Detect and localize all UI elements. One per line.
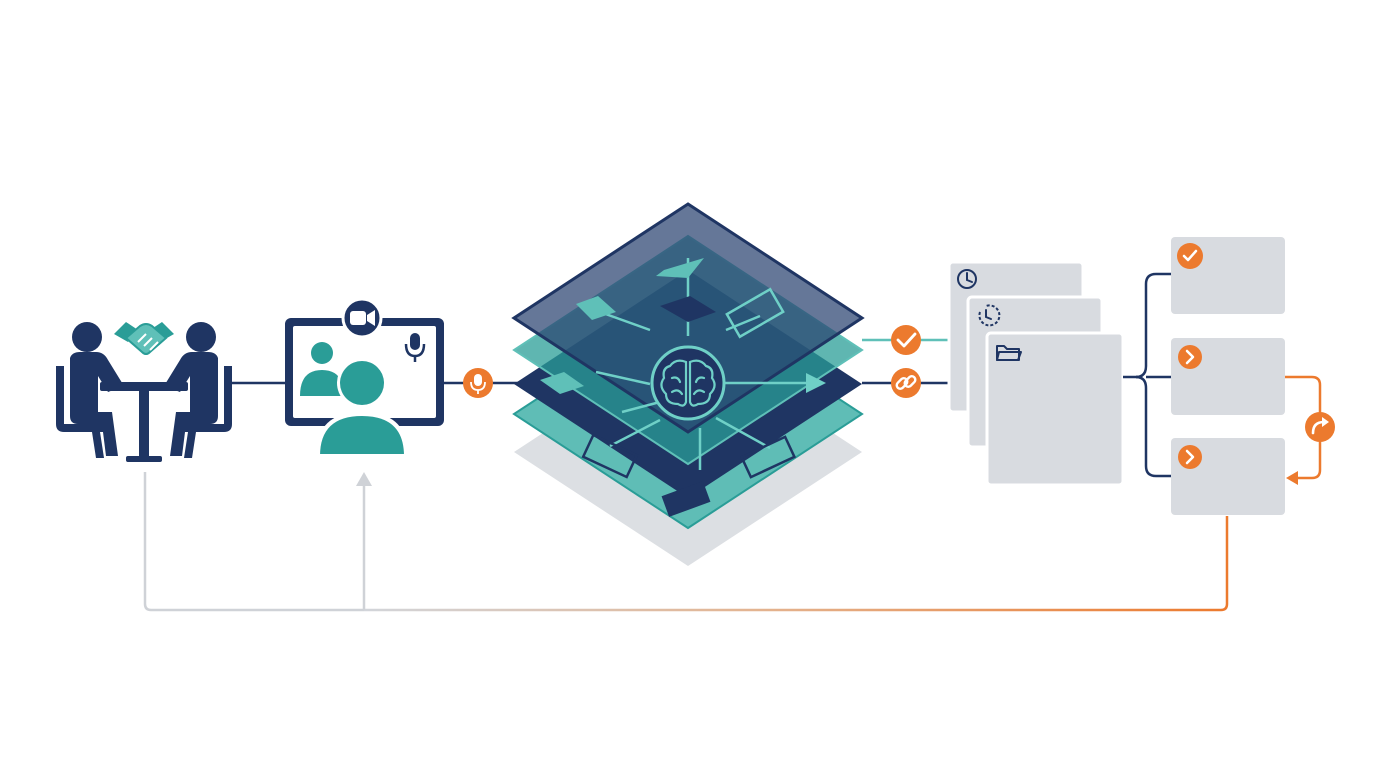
brain-circle [650,345,726,421]
video-camera-icon [350,310,375,326]
in-person-meeting-icon [56,322,232,462]
meeting-table-top [100,382,188,391]
chair-left [56,366,104,458]
node-diamond-lower-left [540,372,584,394]
chair-right [184,366,232,458]
feedback-line-main [364,516,1229,612]
meeting-table-foot [126,456,162,462]
person-left-head [72,322,102,352]
document-card-front [985,331,1125,487]
mic-connector-badge [463,368,493,398]
ai-processing-layers-icon [511,202,865,566]
redirect-loop [1285,375,1335,485]
node-box-bottom [661,481,711,517]
checkmark-icon [896,332,917,348]
feedback-line-left [143,472,364,612]
branch-connectors [1123,272,1171,478]
chevron-right-icon [1178,445,1202,469]
node-diamond-top [656,258,704,278]
history-icon [978,304,1001,327]
handshake-icon [114,322,174,355]
folder-icon [996,345,1022,361]
person-left-body [70,352,124,456]
meeting-table-leg [139,391,149,461]
feedback-arrowhead-icon [356,472,372,486]
checkmark-icon [1177,243,1203,269]
branch-top [1135,272,1171,379]
feedback-loop [143,472,1229,612]
node-diamond-left [576,296,616,320]
link-connector-badge [891,368,921,398]
node-diamond-center [660,296,716,322]
microphone-icon [404,333,426,362]
branch-bottom [1135,375,1171,478]
node-box-right [725,287,785,339]
clock-icon [957,269,977,289]
video-call-icon [285,297,444,458]
redirect-arrow-icon [1311,417,1329,435]
participant-main-head [340,361,384,405]
link-icon [895,375,917,390]
redirect-badge [1305,412,1335,442]
brain-icon [660,359,716,407]
participant-small-head [311,342,333,364]
node-box-bottom-right [739,435,797,479]
redirect-arrowhead-icon [1286,471,1298,485]
stacked-documents-icon [947,260,1125,487]
node-box-bottom-left [581,433,639,479]
check-connector-badge [891,325,921,355]
person-right-body [164,352,218,456]
microphone-icon [470,374,486,394]
action-cards-icon [1171,237,1285,515]
person-right-head [186,322,216,352]
chevron-right-icon [1178,345,1202,369]
participant-small-body [300,370,344,396]
participant-main-body [315,411,409,458]
flow-arrowhead-icon [806,373,826,393]
